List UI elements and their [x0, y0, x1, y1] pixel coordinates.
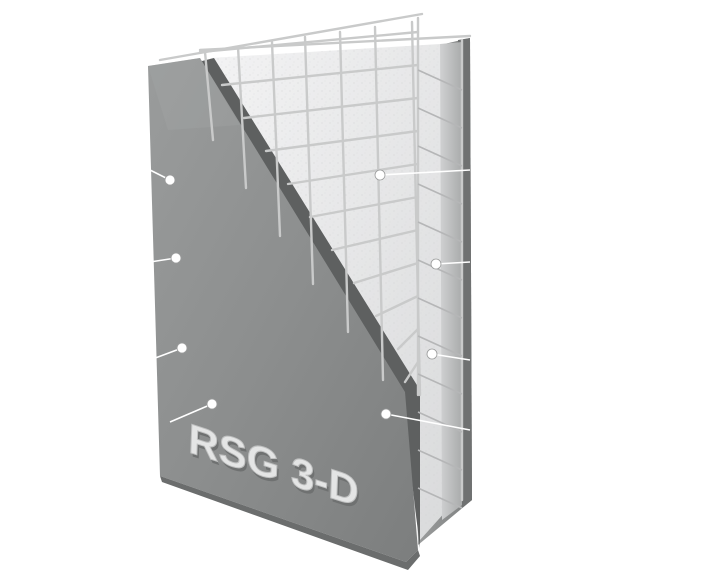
mesh-truss-wires — [417, 69, 463, 509]
callout-leader-right-4 — [385, 413, 471, 431]
callout-dot-right-4 — [380, 408, 392, 420]
mesh-vertical-wire — [338, 30, 350, 334]
mesh-top-rail — [158, 12, 424, 62]
truss-wire — [417, 259, 463, 281]
callout-dot-left-4 — [206, 398, 218, 410]
callout-leader-right-2 — [435, 261, 471, 265]
truss-wire — [417, 183, 463, 205]
truss-wire — [417, 297, 463, 319]
front-concrete-bottom-edge — [160, 476, 420, 570]
mesh-horizontal-wire — [396, 327, 420, 351]
truss-wire — [417, 449, 463, 471]
mesh-horizontal-wire — [286, 162, 420, 186]
wire-mesh — [158, 12, 472, 502]
mesh-vertical-wire — [203, 50, 215, 142]
callout-dot-left-3 — [176, 342, 188, 354]
mesh-top-rail-back — [198, 34, 472, 52]
mesh-horizontal-wire — [403, 360, 420, 384]
truss-wire — [417, 487, 463, 509]
callout-dot-left-2 — [170, 252, 182, 264]
callout-leader-right-1 — [379, 169, 471, 176]
truss-wire — [417, 107, 463, 129]
callout-leader-right-3 — [431, 353, 471, 361]
callout-dot-right-2 — [430, 258, 442, 270]
mesh-horizontal-wire — [330, 228, 420, 252]
foam-side — [440, 42, 462, 520]
mesh-vertical-wire — [303, 35, 315, 286]
truss-wire — [417, 411, 463, 433]
mesh-horizontal-wire — [220, 63, 420, 87]
mesh-horizontal-wire — [352, 261, 420, 285]
truss-wire — [417, 145, 463, 167]
callout-group — [149, 169, 471, 431]
mesh-horizontal-wire — [264, 129, 420, 153]
truss-wire — [417, 335, 463, 357]
truss-wire — [417, 373, 463, 395]
front-concrete-shade — [148, 58, 240, 130]
truss-wire — [417, 69, 463, 91]
mesh-horizontal-wire — [374, 294, 420, 318]
mesh-vertical-wire — [270, 40, 282, 238]
callout-dot-right-3 — [426, 348, 438, 360]
mesh-vertical-wire — [236, 45, 248, 190]
mesh-horizontal-wire — [242, 96, 420, 120]
callout-leader-left-3 — [149, 347, 183, 361]
callout-dot-right-1 — [374, 169, 386, 181]
callout-leader-left-4 — [169, 403, 213, 423]
mesh-horizontal-wire — [308, 195, 420, 219]
front-concrete-layer — [148, 58, 418, 562]
callout-dot-left-1 — [164, 174, 176, 186]
truss-wire — [417, 221, 463, 243]
